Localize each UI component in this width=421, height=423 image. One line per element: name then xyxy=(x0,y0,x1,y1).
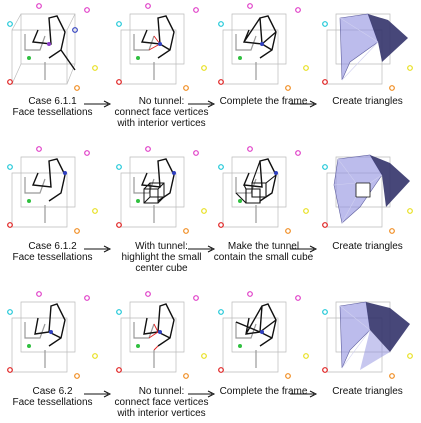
caption-line: Case 6.1.1 xyxy=(28,96,77,107)
cube-diagram xyxy=(218,146,309,234)
caption-line: No tunnel: xyxy=(138,96,185,107)
panel-r2-tunnel-contains-cube xyxy=(216,145,311,240)
caption-line: Create triangles xyxy=(332,241,403,252)
panel-r2-triangles xyxy=(320,145,415,240)
arrow-right-icon xyxy=(290,245,318,253)
caption-r3-c1: Case 6.2 Face tessellations xyxy=(0,386,105,408)
cube-diagram xyxy=(7,3,98,91)
caption-r3-c3: Complete the frame xyxy=(211,386,316,397)
caption-r3-c2: No tunnel: connect face vertices with in… xyxy=(109,386,214,419)
caption-line: with interior vertices xyxy=(117,408,206,419)
panel-r1-face-tessellations xyxy=(5,2,100,97)
arrow-right-icon xyxy=(188,245,216,253)
cube-diagram xyxy=(322,154,413,234)
caption-line: With tunnel: xyxy=(135,241,188,252)
cube-diagram xyxy=(322,13,413,91)
cube-diagram xyxy=(7,146,98,234)
caption-r1-c3: Complete the frame xyxy=(211,96,316,107)
panel-r3-triangles xyxy=(320,290,415,385)
panel-r2-face-tessellations xyxy=(5,145,100,240)
arrow-right-icon xyxy=(188,100,216,108)
caption-r2-c3: Make the tunnel contain the small cube xyxy=(211,241,316,263)
cube-diagram xyxy=(7,291,98,379)
caption-r2-c4: Create triangles xyxy=(315,241,420,252)
caption-r2-c1: Case 6.1.2 Face tessellations xyxy=(0,241,105,263)
cube-diagram xyxy=(116,146,207,234)
caption-line: Face tessellations xyxy=(12,397,93,408)
caption-r1-c2: No tunnel: connect face vertices with in… xyxy=(109,96,214,129)
caption-line: Complete the frame xyxy=(219,96,308,107)
caption-line: Complete the frame xyxy=(219,386,308,397)
panel-r3-no-tunnel xyxy=(114,290,209,385)
arrow-right-icon xyxy=(84,100,112,108)
panel-r1-triangles xyxy=(320,2,415,97)
cube-diagram xyxy=(322,301,413,379)
cube-diagram xyxy=(116,3,207,91)
caption-line: Create triangles xyxy=(332,386,403,397)
panel-r1-complete-frame xyxy=(216,2,311,97)
caption-r2-c2: With tunnel: highlight the small center … xyxy=(109,241,214,274)
caption-line: with interior vertices xyxy=(117,118,206,129)
panel-r3-face-tessellations xyxy=(5,290,100,385)
panel-r1-no-tunnel xyxy=(114,2,209,97)
caption-line: Face tessellations xyxy=(12,107,93,118)
cube-diagram xyxy=(218,291,309,379)
panel-r2-with-tunnel xyxy=(114,145,209,240)
caption-r3-c4: Create triangles xyxy=(315,386,420,397)
caption-line: Create triangles xyxy=(332,96,403,107)
caption-line: connect face vertices xyxy=(114,397,209,408)
caption-line: No tunnel: xyxy=(138,386,185,397)
arrow-right-icon xyxy=(84,390,112,398)
arrow-right-icon xyxy=(84,245,112,253)
arrow-right-icon xyxy=(290,100,318,108)
caption-line: Make the tunnel xyxy=(227,241,300,252)
arrow-right-icon xyxy=(188,390,216,398)
caption-r1-c1: Case 6.1.1 Face tessellations xyxy=(0,96,105,118)
caption-line: Face tessellations xyxy=(12,252,93,263)
caption-line: contain the small cube xyxy=(213,252,314,263)
cube-diagram xyxy=(116,291,207,379)
cube-diagram xyxy=(218,3,309,91)
arrow-right-icon xyxy=(290,390,318,398)
caption-r1-c4: Create triangles xyxy=(315,96,420,107)
caption-line: Case 6.1.2 xyxy=(28,241,77,252)
caption-line: connect face vertices xyxy=(114,107,209,118)
caption-line: Case 6.2 xyxy=(32,386,73,397)
panel-r3-complete-frame xyxy=(216,290,311,385)
caption-line: highlight the small xyxy=(121,252,202,263)
caption-line: center cube xyxy=(135,263,188,274)
